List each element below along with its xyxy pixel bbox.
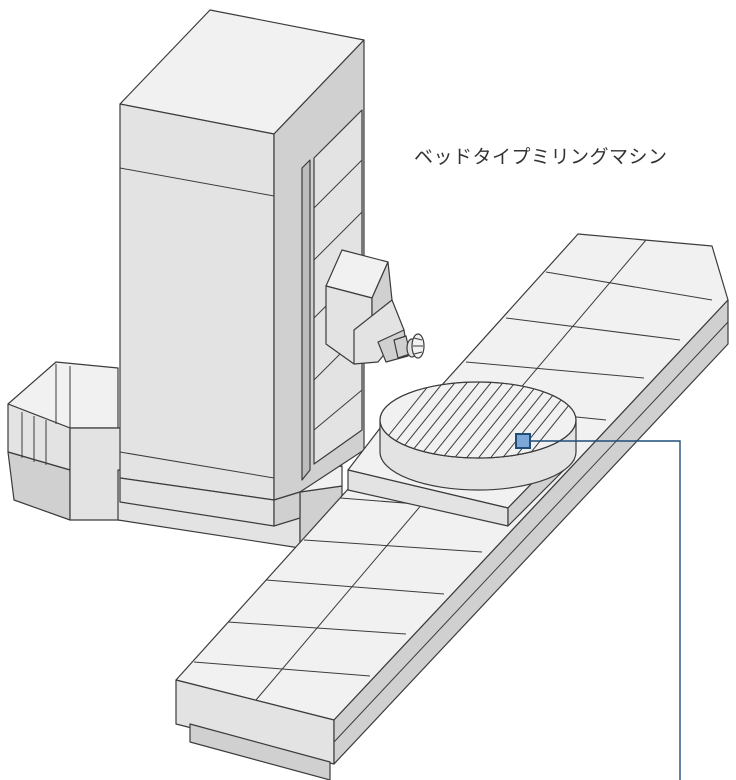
column[interactable] <box>119 9 365 527</box>
spindle-head[interactable] <box>325 249 425 365</box>
callout-marker[interactable] <box>515 433 531 449</box>
machine-title: ベッドタイプミリングマシン <box>414 146 668 168</box>
callout-leader-line <box>530 440 681 780</box>
left-base <box>7 361 123 521</box>
callout <box>515 433 681 780</box>
